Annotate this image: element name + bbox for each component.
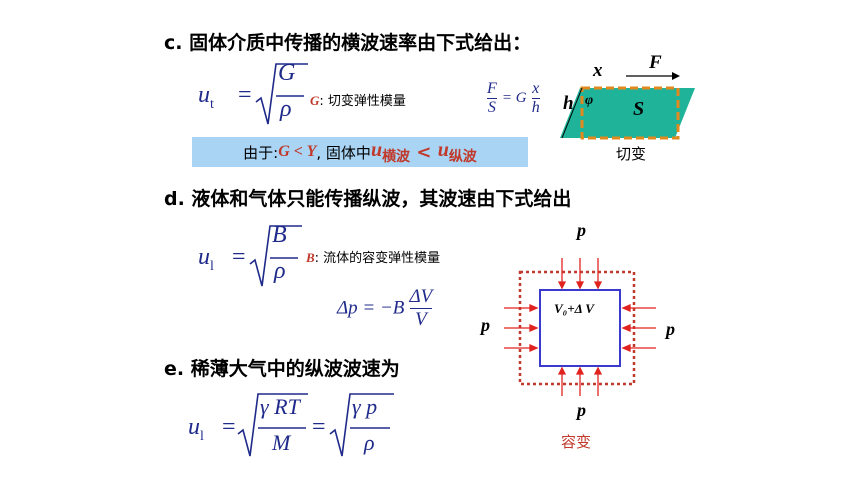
shear-modulus-note: G: 切变弹性模量: [310, 90, 406, 109]
pressure-label-right: p: [666, 319, 675, 339]
bulk-diagram: [504, 258, 656, 396]
numerator-2: γ p: [352, 394, 378, 419]
force-arrow-head: [672, 72, 680, 80]
note-text: : 切变弹性模量: [319, 94, 406, 109]
u-transverse: u横波: [370, 138, 411, 165]
original-square: [580, 86, 680, 140]
formula-lhs: ul: [188, 414, 204, 444]
label-F: F: [649, 52, 662, 73]
mid-eq: = G: [501, 90, 527, 106]
pressure-label-bottom: p: [577, 400, 586, 420]
formula-lhs: ut: [198, 82, 214, 112]
inner-volume-box: [539, 289, 621, 367]
transverse-speed-formula: ut = G ρ: [198, 58, 308, 130]
condition-inequality: G < Y: [278, 143, 317, 160]
sqrt-sign: [249, 225, 302, 287]
section-d-heading: d. 液体和气体只能传播纵波，其波速由下式给出: [164, 188, 572, 210]
pressure-label-top: p: [577, 220, 586, 240]
section-e-heading: e. 稀薄大气中的纵波波速为: [164, 358, 400, 380]
label-h: h: [563, 93, 574, 114]
wave-speed-condition: 由于: G < Y , 固体中 u横波 < u纵波: [192, 137, 528, 167]
pressure-label-left: p: [481, 315, 490, 335]
formula-lhs: ul: [198, 244, 214, 274]
bulk-caption: 容变: [561, 433, 592, 451]
label-phi: φ: [585, 93, 594, 108]
note-symbol: G: [310, 93, 320, 108]
equals-sign: =: [232, 244, 246, 270]
label-S: S: [633, 98, 645, 120]
sqrt-sign-2: [329, 393, 394, 457]
shear-diagram: [560, 72, 695, 140]
equals-sign: =: [238, 82, 252, 108]
condition-middle: , 固体中: [316, 143, 371, 162]
formula-numerator: G: [278, 60, 296, 86]
section-c-heading: c. 固体介质中传播的横波速率由下式给出：: [164, 32, 532, 54]
condition-prefix: 由于:: [243, 143, 279, 162]
sqrt-sign-1: [237, 393, 308, 457]
longitudinal-speed-formula: ul = B ρ: [198, 220, 308, 292]
less-than: <: [410, 141, 438, 163]
note-text: : 流体的容变弹性模量: [314, 251, 441, 266]
equals-sign-2: =: [312, 414, 326, 440]
volume-label: V₀+Δ V: [554, 301, 594, 316]
u-longitudinal: u纵波: [437, 138, 477, 165]
bulk-lhs: Δp = −B: [337, 297, 405, 319]
formula-denominator: ρ: [280, 96, 292, 122]
shear-parallelogram: [560, 88, 695, 138]
shear-angle-line: [561, 87, 583, 139]
label-x: x: [593, 60, 603, 81]
numerator-1: γ RT: [260, 394, 300, 419]
shear-caption: 切变: [616, 145, 647, 163]
denominator-2: ρ: [364, 430, 375, 455]
bulk-modulus-note: B: 流体的容变弹性模量: [306, 247, 440, 266]
gas-speed-formula: ul = γ RT M = γ p ρ: [188, 388, 428, 460]
formula-denominator: ρ: [274, 258, 286, 284]
sqrt-sign: [255, 63, 308, 125]
pressure-arrows: [504, 258, 656, 396]
formula-numerator: B: [272, 222, 287, 248]
denominator-1: M: [272, 430, 291, 455]
equals-sign: =: [222, 414, 236, 440]
note-symbol: B: [306, 250, 315, 265]
